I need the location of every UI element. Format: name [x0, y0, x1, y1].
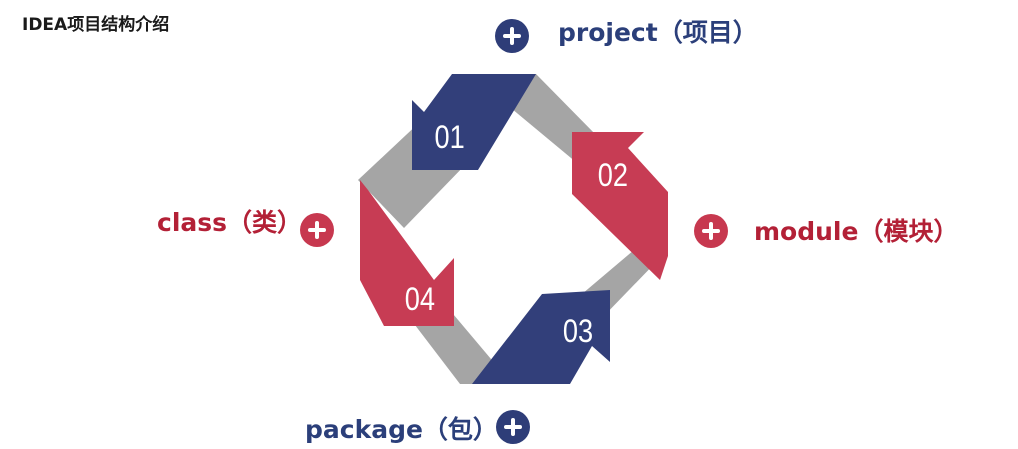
step-number-01: 01 — [435, 120, 465, 156]
page-title: IDEA项目结构介绍 — [22, 15, 170, 35]
plus-circle-icon[interactable] — [694, 214, 728, 248]
step-number-03: 03 — [563, 314, 593, 350]
plus-circle-icon[interactable] — [496, 410, 530, 444]
arrow-step-02 — [572, 132, 668, 280]
label-step-03: package（包） — [305, 415, 498, 444]
step-number-02: 02 — [598, 158, 628, 194]
arrow-step-01 — [412, 74, 536, 170]
arrow-step-04 — [360, 180, 454, 326]
label-step-04: class（类） — [157, 208, 303, 237]
plus-circle-icon[interactable] — [300, 213, 334, 247]
arrow-step-03 — [472, 290, 610, 384]
step-number-04: 04 — [405, 282, 435, 318]
label-step-01: project（项目） — [558, 18, 758, 47]
ribbon-segment-bottom-left — [402, 308, 512, 384]
plus-circle-icon[interactable] — [495, 19, 529, 53]
label-step-02: module（模块） — [754, 217, 959, 246]
